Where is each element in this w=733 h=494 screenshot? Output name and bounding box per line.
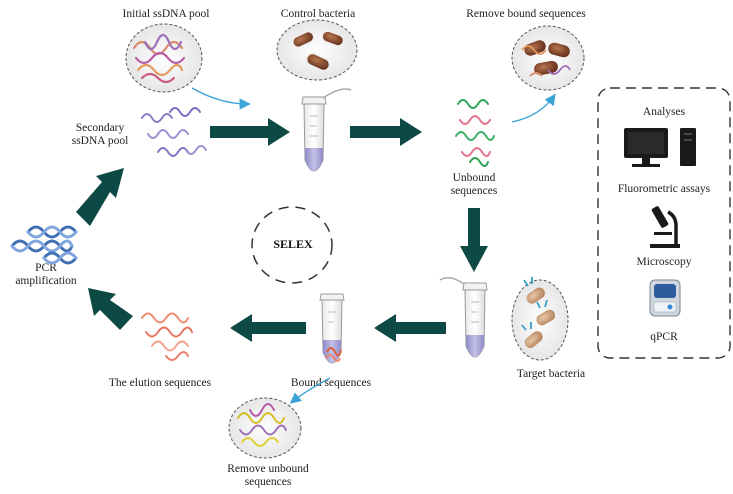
label-target-bacteria: Target bacteria	[517, 368, 585, 380]
arrow-to-elution	[230, 314, 306, 342]
label-remove-bound: Remove bound sequences	[466, 8, 586, 20]
label-selex: SELEX	[273, 237, 313, 251]
label-secondary-pool-2: ssDNA pool	[72, 135, 129, 147]
thin-arrows	[191, 87, 556, 404]
elution-dna	[141, 312, 193, 361]
secondary-pool-dna	[141, 107, 207, 157]
arrow-to-secondary-pool	[76, 168, 124, 226]
analyses-panel: Analyses Fluorometric assays Microscopy …	[597, 87, 731, 359]
label-control-bacteria: Control bacteria	[281, 8, 355, 20]
analysis-microscopy: Microscopy	[637, 256, 692, 268]
selex-circle	[251, 206, 333, 284]
label-remove-unbound-1: Remove unbound	[227, 463, 309, 475]
pcr-dna	[10, 225, 78, 265]
label-bound: Bound sequences	[291, 377, 372, 389]
label-remove-unbound-2: sequences	[245, 476, 292, 488]
label-initial-pool: Initial ssDNA pool	[123, 8, 210, 20]
label-secondary-pool-1: Secondary	[76, 122, 125, 134]
remove-bound-circle	[511, 25, 585, 91]
qpcr-machine-icon	[649, 279, 681, 317]
remove-unbound-circle	[228, 397, 302, 459]
tube-target	[439, 277, 488, 358]
arrow-unbound-to-remove	[511, 93, 556, 123]
arrow-pool-to-tube	[191, 87, 251, 110]
computer-icon	[624, 128, 696, 167]
arrow-to-unbound	[350, 118, 422, 146]
arrow-to-pcr	[88, 288, 133, 330]
label-unbound-2: sequences	[451, 185, 498, 197]
microscope-icon	[650, 206, 680, 248]
control-bacteria-circle	[276, 19, 358, 81]
cycle-arrows	[76, 118, 488, 342]
analysis-fluorometric: Fluorometric assays	[618, 183, 711, 195]
analysis-qpcr: qPCR	[650, 331, 678, 343]
unbound-dna	[455, 99, 495, 167]
initial-pool-circle	[125, 23, 203, 93]
tube-control	[301, 88, 352, 172]
label-unbound-1: Unbound	[453, 172, 496, 184]
arrow-to-control-tube	[210, 118, 290, 146]
analyses-title: Analyses	[643, 106, 686, 118]
label-pcr-2: amplification	[15, 275, 77, 287]
arrow-bound-to-remove	[289, 377, 331, 404]
arrow-to-bound-tube	[374, 314, 446, 342]
label-elution: The elution sequences	[109, 377, 212, 389]
tube-bound	[319, 293, 345, 364]
target-bacteria-circle	[511, 277, 569, 361]
arrow-down-to-target	[460, 208, 488, 272]
label-pcr-1: PCR	[35, 262, 57, 274]
